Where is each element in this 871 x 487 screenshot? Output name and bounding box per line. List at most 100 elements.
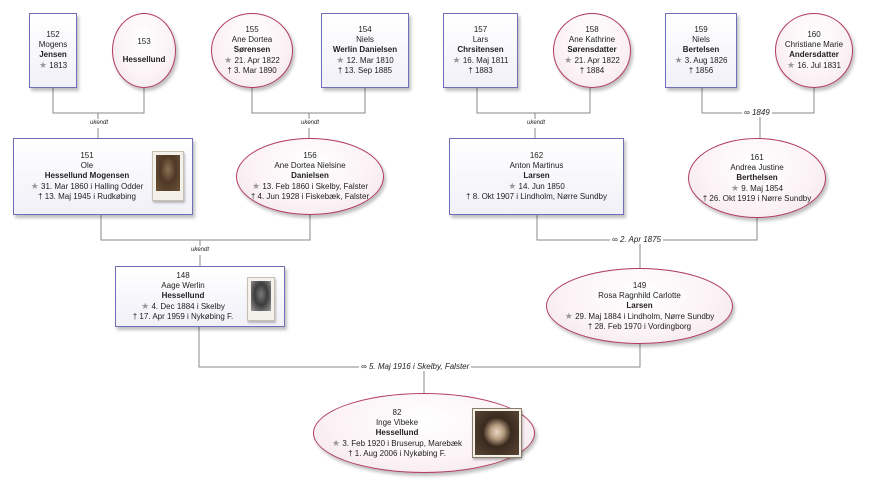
person-card-153[interactable]: 153 Hessellund [112, 13, 176, 88]
death-date: 1856 [695, 66, 714, 75]
person-surname: Larsen [626, 300, 653, 310]
person-surname: Larsen [523, 171, 550, 180]
person-surname: Berthelsen [736, 172, 778, 182]
death-date: 26. Okt 1919 i Nørre Sundby [709, 193, 812, 203]
birth-date: 29. Maj 1884 i Lindholm, Nørre Sundby [575, 311, 715, 321]
union-date: 2. Apr 1875 [619, 235, 662, 244]
person-surname: Hessellund [122, 54, 166, 64]
person-card-162[interactable]: 162 Anton Martinus Larsen ★ 14. Jun 1850… [449, 138, 624, 215]
person-id: 82 [392, 407, 402, 417]
birth-line: ★ 14. Jun 1850 [508, 181, 565, 192]
union-label-151-156: ukendt [189, 246, 212, 255]
death-date: 13. Maj 1945 i Rudkøbing [44, 192, 136, 201]
person-card-82[interactable]: 82 Inge Vibeke Hessellund ★ 3. Feb 1920 … [313, 393, 535, 473]
birth-line: ★ 21. Apr 1822 [224, 55, 280, 66]
person-id: 148 [176, 271, 190, 280]
connector-151-156 [100, 215, 311, 241]
person-id: 151 [80, 151, 94, 160]
death-icon: † [227, 66, 232, 75]
person-given-name: Niels [692, 35, 710, 44]
death-line: † 17. Apr 1959 i Nykøbing F. [124, 312, 242, 322]
person-card-155[interactable]: 155 Ane Dortea Sørensen ★ 21. Apr 1822 †… [211, 13, 293, 88]
person-card-156[interactable]: 156 Ane Dortea Nielsine Danielsen ★ 13. … [236, 138, 384, 215]
death-line: † 13. Maj 1945 i Rudkøbing [22, 192, 152, 202]
birth-icon: ★ [224, 55, 233, 65]
person-id: 161 [750, 152, 764, 162]
person-id: 159 [694, 25, 708, 34]
marriage-icon: ∞ [744, 108, 750, 117]
death-icon: † [579, 66, 585, 75]
death-line: † 26. Okt 1919 i Nørre Sundby [703, 194, 812, 204]
person-card-161[interactable]: 161 Andrea Justine Berthelsen ★ 9. Maj 1… [688, 138, 826, 218]
person-given-name: Lars [472, 35, 489, 44]
birth-line: ★ 4. Dec 1884 i Skelby [124, 301, 242, 312]
birth-line: ★ 13. Feb 1860 i Skelby, Falster [252, 181, 368, 192]
person-card-152[interactable]: 152 Mogens Jensen ★ 1813 [29, 13, 77, 88]
birth-date: 3. Feb 1920 i Bruserup, Marebæk [342, 438, 462, 448]
person-card-149[interactable]: 149 Rosa Ragnhild Carlotte Larsen ★ 29. … [546, 268, 733, 344]
union-date: 5. Maj 1916 i Skelby, Falster [368, 362, 470, 371]
death-icon: † [348, 448, 353, 458]
death-icon: † [468, 66, 473, 75]
person-given-name: Aage Werlin [161, 281, 205, 290]
person-card-154[interactable]: 154 Niels Werlin Danielsen ★ 12. Mar 181… [321, 13, 409, 88]
birth-icon: ★ [336, 55, 345, 65]
person-surname: Hessellund Mogensen [44, 171, 130, 180]
connector-152-153 [52, 88, 145, 114]
birth-icon: ★ [141, 301, 150, 311]
person-id: 156 [303, 151, 317, 160]
death-icon: † [250, 192, 256, 201]
person-surname: Jensen [39, 50, 67, 59]
birth-date: 14. Jun 1850 [518, 182, 565, 191]
death-date: 13. Sep 1885 [344, 66, 393, 75]
death-icon: † [337, 66, 343, 75]
death-line: † 3. Mar 1890 [227, 66, 276, 76]
birth-date: 9. Maj 1854 [741, 183, 784, 193]
birth-icon: ★ [564, 55, 573, 65]
union-date: 1849 [751, 108, 770, 117]
death-icon: † [132, 312, 138, 321]
birth-line: ★ 1813 [39, 60, 67, 71]
person-id: 160 [807, 30, 821, 39]
death-date: 17. Apr 1959 i Nykøbing F. [139, 312, 234, 321]
person-surname: Andersdatter [789, 50, 839, 59]
person-card-160[interactable]: 160 Christiane Marie Andersdatter ★ 16. … [775, 13, 853, 88]
death-date: 4. Jun 1928 i Fiskebæk, Falster [257, 192, 370, 201]
death-icon: † [702, 193, 708, 203]
death-icon: † [38, 192, 43, 201]
birth-line: ★ 16. Maj 1811 [453, 55, 509, 66]
union-label-152-153: ukendt [88, 119, 111, 128]
person-surname: Werlin Danielsen [332, 45, 398, 54]
birth-line: ★ 12. Mar 1810 [336, 55, 393, 66]
birth-icon: ★ [332, 437, 341, 448]
person-given-name: Niels [356, 35, 374, 44]
death-line: † 1884 [580, 66, 604, 76]
person-id: 152 [46, 30, 60, 39]
person-id: 149 [632, 280, 647, 290]
portrait-photo-148[interactable] [247, 277, 275, 321]
death-icon: † [466, 192, 471, 201]
birth-line: ★ 3. Feb 1920 i Bruserup, Marebæk [322, 438, 472, 449]
person-surname: Chrsitensen [457, 45, 504, 54]
union-label-159-160: ∞ 1849 [742, 108, 772, 117]
person-given-name: Anton Martinus [509, 161, 564, 170]
birth-line: ★ 31. Mar 1860 i Halling Odder [22, 181, 152, 192]
death-date: 3. Mar 1890 [233, 66, 277, 75]
person-card-159[interactable]: 159 Niels Bertelsen ★ 3. Aug 1826 † 1856 [665, 13, 737, 88]
portrait-photo-151[interactable] [152, 151, 184, 201]
birth-date: 21. Apr 1822 [234, 56, 280, 65]
person-card-158[interactable]: 158 Ane Kathrine Sørensdatter ★ 21. Apr … [553, 13, 631, 88]
portrait-photo-82[interactable] [472, 408, 522, 458]
person-surname: Danielsen [291, 171, 329, 180]
birth-line: ★ 16. Jul 1831 [787, 60, 841, 71]
birth-line: ★ 9. Maj 1854 [731, 183, 783, 194]
person-given-name: Andrea Justine [730, 162, 784, 172]
person-surname: Hessellund [375, 427, 419, 437]
person-given-name: Inge Vibeke [375, 417, 419, 427]
marriage-icon: ∞ [361, 362, 367, 371]
birth-icon: ★ [730, 182, 740, 193]
birth-date: 16. Jul 1831 [797, 61, 841, 70]
birth-line: ★ 3. Aug 1826 [674, 55, 727, 66]
birth-date: 4. Dec 1884 i Skelby [151, 302, 225, 311]
person-card-157[interactable]: 157 Lars Chrsitensen ★ 16. Maj 1811 † 18… [443, 13, 518, 88]
